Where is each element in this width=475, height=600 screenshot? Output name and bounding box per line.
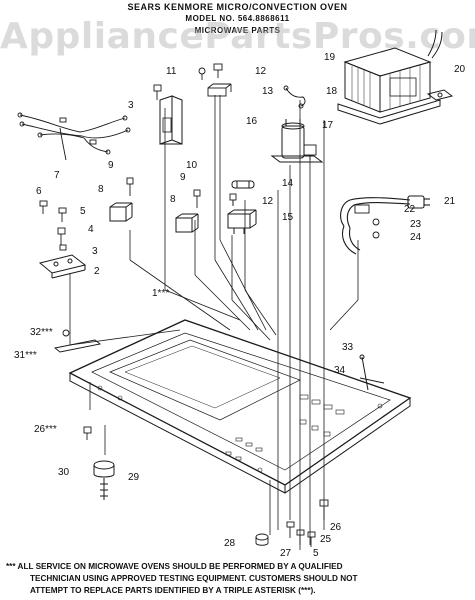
- callout-18: 18: [326, 86, 338, 97]
- foot-part-30: [93, 460, 115, 500]
- callout-13: 13: [262, 86, 274, 97]
- base-plate-part-1: [68, 319, 412, 494]
- callout-30: 30: [58, 467, 70, 478]
- service-notice: *** ALL SERVICE ON MICROWAVE OVENS SHOUL…: [6, 561, 471, 597]
- capacitor-part-16: [270, 119, 324, 163]
- callout-3b: 3: [92, 246, 98, 257]
- callout-2: 2: [94, 266, 100, 277]
- power-cord-part-21: [340, 195, 430, 255]
- callout-11: 11: [166, 66, 177, 77]
- wire-harness-part-7: [17, 112, 131, 161]
- callout-26b: 26***: [34, 424, 57, 435]
- callout-7: 7: [54, 170, 60, 181]
- callout-15: 15: [282, 212, 294, 223]
- left-small-parts: [53, 329, 102, 440]
- callout-8b: 8: [170, 194, 176, 205]
- callout-27: 27: [280, 548, 292, 559]
- callout-28: 28: [224, 538, 236, 549]
- rod-parts-33-34: [359, 354, 385, 391]
- callout-21: 21: [444, 196, 456, 207]
- callout-8a: 8: [98, 184, 104, 195]
- callout-34: 34: [334, 365, 346, 376]
- callout-33: 33: [342, 342, 354, 353]
- callout-17: 17: [322, 120, 334, 131]
- callout-14: 14: [282, 178, 294, 189]
- callout-9a: 9: [108, 160, 114, 171]
- diagram-title: SEARS KENMORE MICRO/CONVECTION OVEN: [127, 2, 348, 12]
- switch-part-15: [227, 209, 257, 234]
- screws-9: [126, 177, 201, 208]
- callout-31: 31***: [14, 350, 37, 361]
- bracket-part-2: [38, 254, 87, 279]
- callout-5a: 5: [80, 206, 86, 217]
- callout-10: 10: [186, 160, 198, 171]
- callout-6: 6: [36, 186, 42, 197]
- watermark: AppliancePartsPros.com: [0, 16, 475, 57]
- callout-9b: 9: [180, 172, 186, 183]
- model-number: MODEL NO. 564.8868611: [185, 14, 290, 23]
- callout-12a: 12: [255, 66, 267, 77]
- callout-3a: 3: [128, 100, 134, 111]
- leader-lines: [69, 95, 359, 550]
- section-title: MICROWAVE PARTS: [194, 26, 281, 35]
- notice-line-3: ATTEMPT TO REPLACE PARTS IDENTIFIED BY A…: [30, 586, 316, 595]
- notice-line-1: *** ALL SERVICE ON MICROWAVE OVENS SHOUL…: [6, 562, 343, 571]
- callout-19: 19: [324, 52, 336, 63]
- switch-part-8a: [109, 202, 133, 222]
- callout-20: 20: [454, 64, 466, 75]
- small-parts-top: [198, 63, 306, 109]
- callout-1: 1***: [152, 288, 169, 299]
- switch-part-8b: [175, 213, 199, 233]
- callout-5b: 5: [313, 548, 319, 559]
- callout-16: 16: [246, 116, 258, 127]
- transformer-part-19: [337, 29, 443, 125]
- callout-25: 25: [320, 534, 332, 545]
- callout-32: 32***: [30, 327, 53, 338]
- callout-23: 23: [410, 219, 422, 230]
- callout-26a: 26: [330, 522, 342, 533]
- callout-4: 4: [88, 224, 94, 235]
- interlock-bracket-part-10: [159, 95, 183, 145]
- callout-24: 24: [410, 232, 422, 243]
- bracket-part-20: [426, 89, 454, 101]
- screws-left: [39, 84, 162, 251]
- callout-22: 22: [404, 204, 416, 215]
- callout-29: 29: [128, 472, 140, 483]
- diode-part-17: [303, 144, 317, 160]
- bottom-fasteners: [255, 499, 329, 547]
- notice-line-2: TECHNICIAN USING APPROVED TESTING EQUIPM…: [30, 574, 358, 583]
- fuse-part-14: [229, 180, 255, 206]
- callout-labels: 1*** 2 3 3 4 5 5 6 7 8 8 9 9 10 11 12 12…: [14, 52, 466, 559]
- callout-12b: 12: [262, 196, 274, 207]
